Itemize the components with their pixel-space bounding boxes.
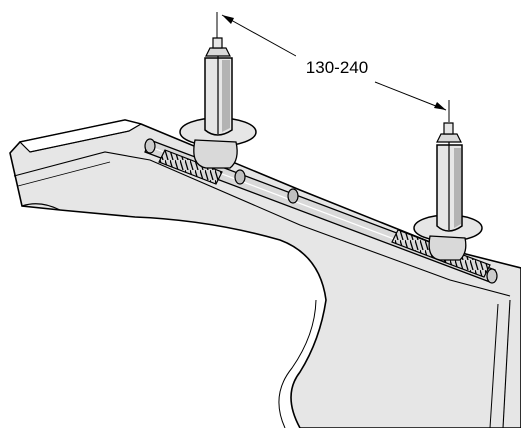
dimension-line bbox=[216, 12, 450, 122]
left-pin bbox=[179, 37, 257, 169]
right-pin bbox=[413, 122, 483, 261]
dimension-label: 130-240 bbox=[296, 55, 378, 81]
tray-housing bbox=[9, 119, 521, 429]
arrow-head-left bbox=[222, 15, 234, 24]
arrow-head-right bbox=[434, 102, 446, 110]
